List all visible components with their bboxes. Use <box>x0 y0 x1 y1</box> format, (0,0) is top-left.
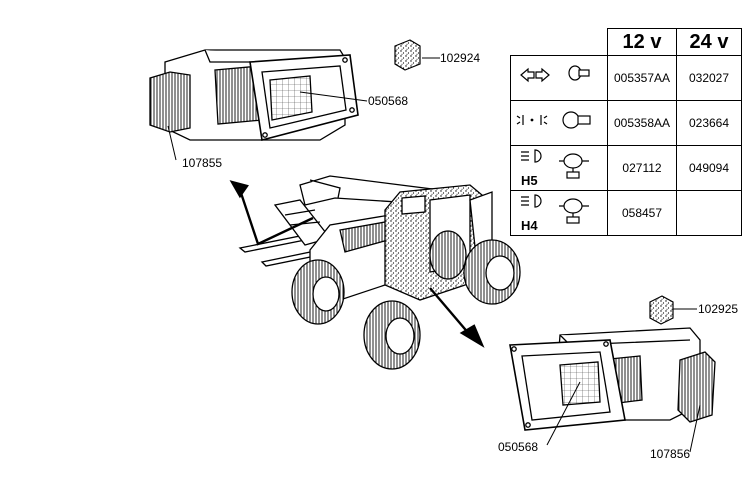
code-12v: 027112 <box>607 145 677 191</box>
headlight-h4-icon <box>521 194 589 224</box>
code-24v: 049094 <box>676 145 742 191</box>
code-24v: 032027 <box>676 55 742 101</box>
callout-filter-top: 102924 <box>440 51 481 65</box>
callout-headlamp-left: 107855 <box>182 156 223 170</box>
headlamp-assembly-bottom <box>509 327 716 431</box>
callout-insert-bottom: 050568 <box>498 440 539 454</box>
table-header-row: 12 v 24 v <box>510 28 742 56</box>
code-24v: 023664 <box>676 100 742 146</box>
bulb-reference-table: 12 v 24 v 005357AA 032027 005358AA 02 <box>510 28 742 236</box>
table-corner <box>510 28 608 56</box>
telehandler-vehicle <box>238 175 521 370</box>
bulb-type-label: H4 <box>521 218 538 233</box>
leader-lines <box>167 57 701 453</box>
table-row: 005357AA 032027 <box>510 55 742 101</box>
filter-block-top <box>394 39 421 71</box>
headlight-h5-icon <box>521 149 589 179</box>
header-12v: 12 v <box>607 28 677 56</box>
direction-arrows <box>229 180 485 348</box>
bulb-type-label: H5 <box>521 173 538 188</box>
code-24v <box>676 190 742 236</box>
callout-headlamp-right: 107856 <box>650 447 691 461</box>
code-12v: 005358AA <box>607 100 677 146</box>
row-symbol-cell <box>510 100 608 146</box>
callout-insert-top: 050568 <box>368 94 409 108</box>
table-row: H5 027112 049094 <box>510 145 742 191</box>
code-12v: 058457 <box>607 190 677 236</box>
headlamp-assembly-top <box>149 49 359 141</box>
header-24v: 24 v <box>676 28 742 56</box>
table-row: 005358AA 023664 <box>510 100 742 146</box>
row-symbol-cell: H4 <box>510 190 608 236</box>
code-12v: 005357AA <box>607 55 677 101</box>
side-light-icon <box>516 111 591 129</box>
row-symbol-cell: H5 <box>510 145 608 191</box>
callout-filter-bottom: 102925 <box>698 302 739 316</box>
table-row: H4 058457 <box>510 190 742 236</box>
row-symbol-cell <box>510 55 608 101</box>
indicator-arrows-icon <box>520 65 590 83</box>
filter-block-bottom <box>649 295 674 325</box>
